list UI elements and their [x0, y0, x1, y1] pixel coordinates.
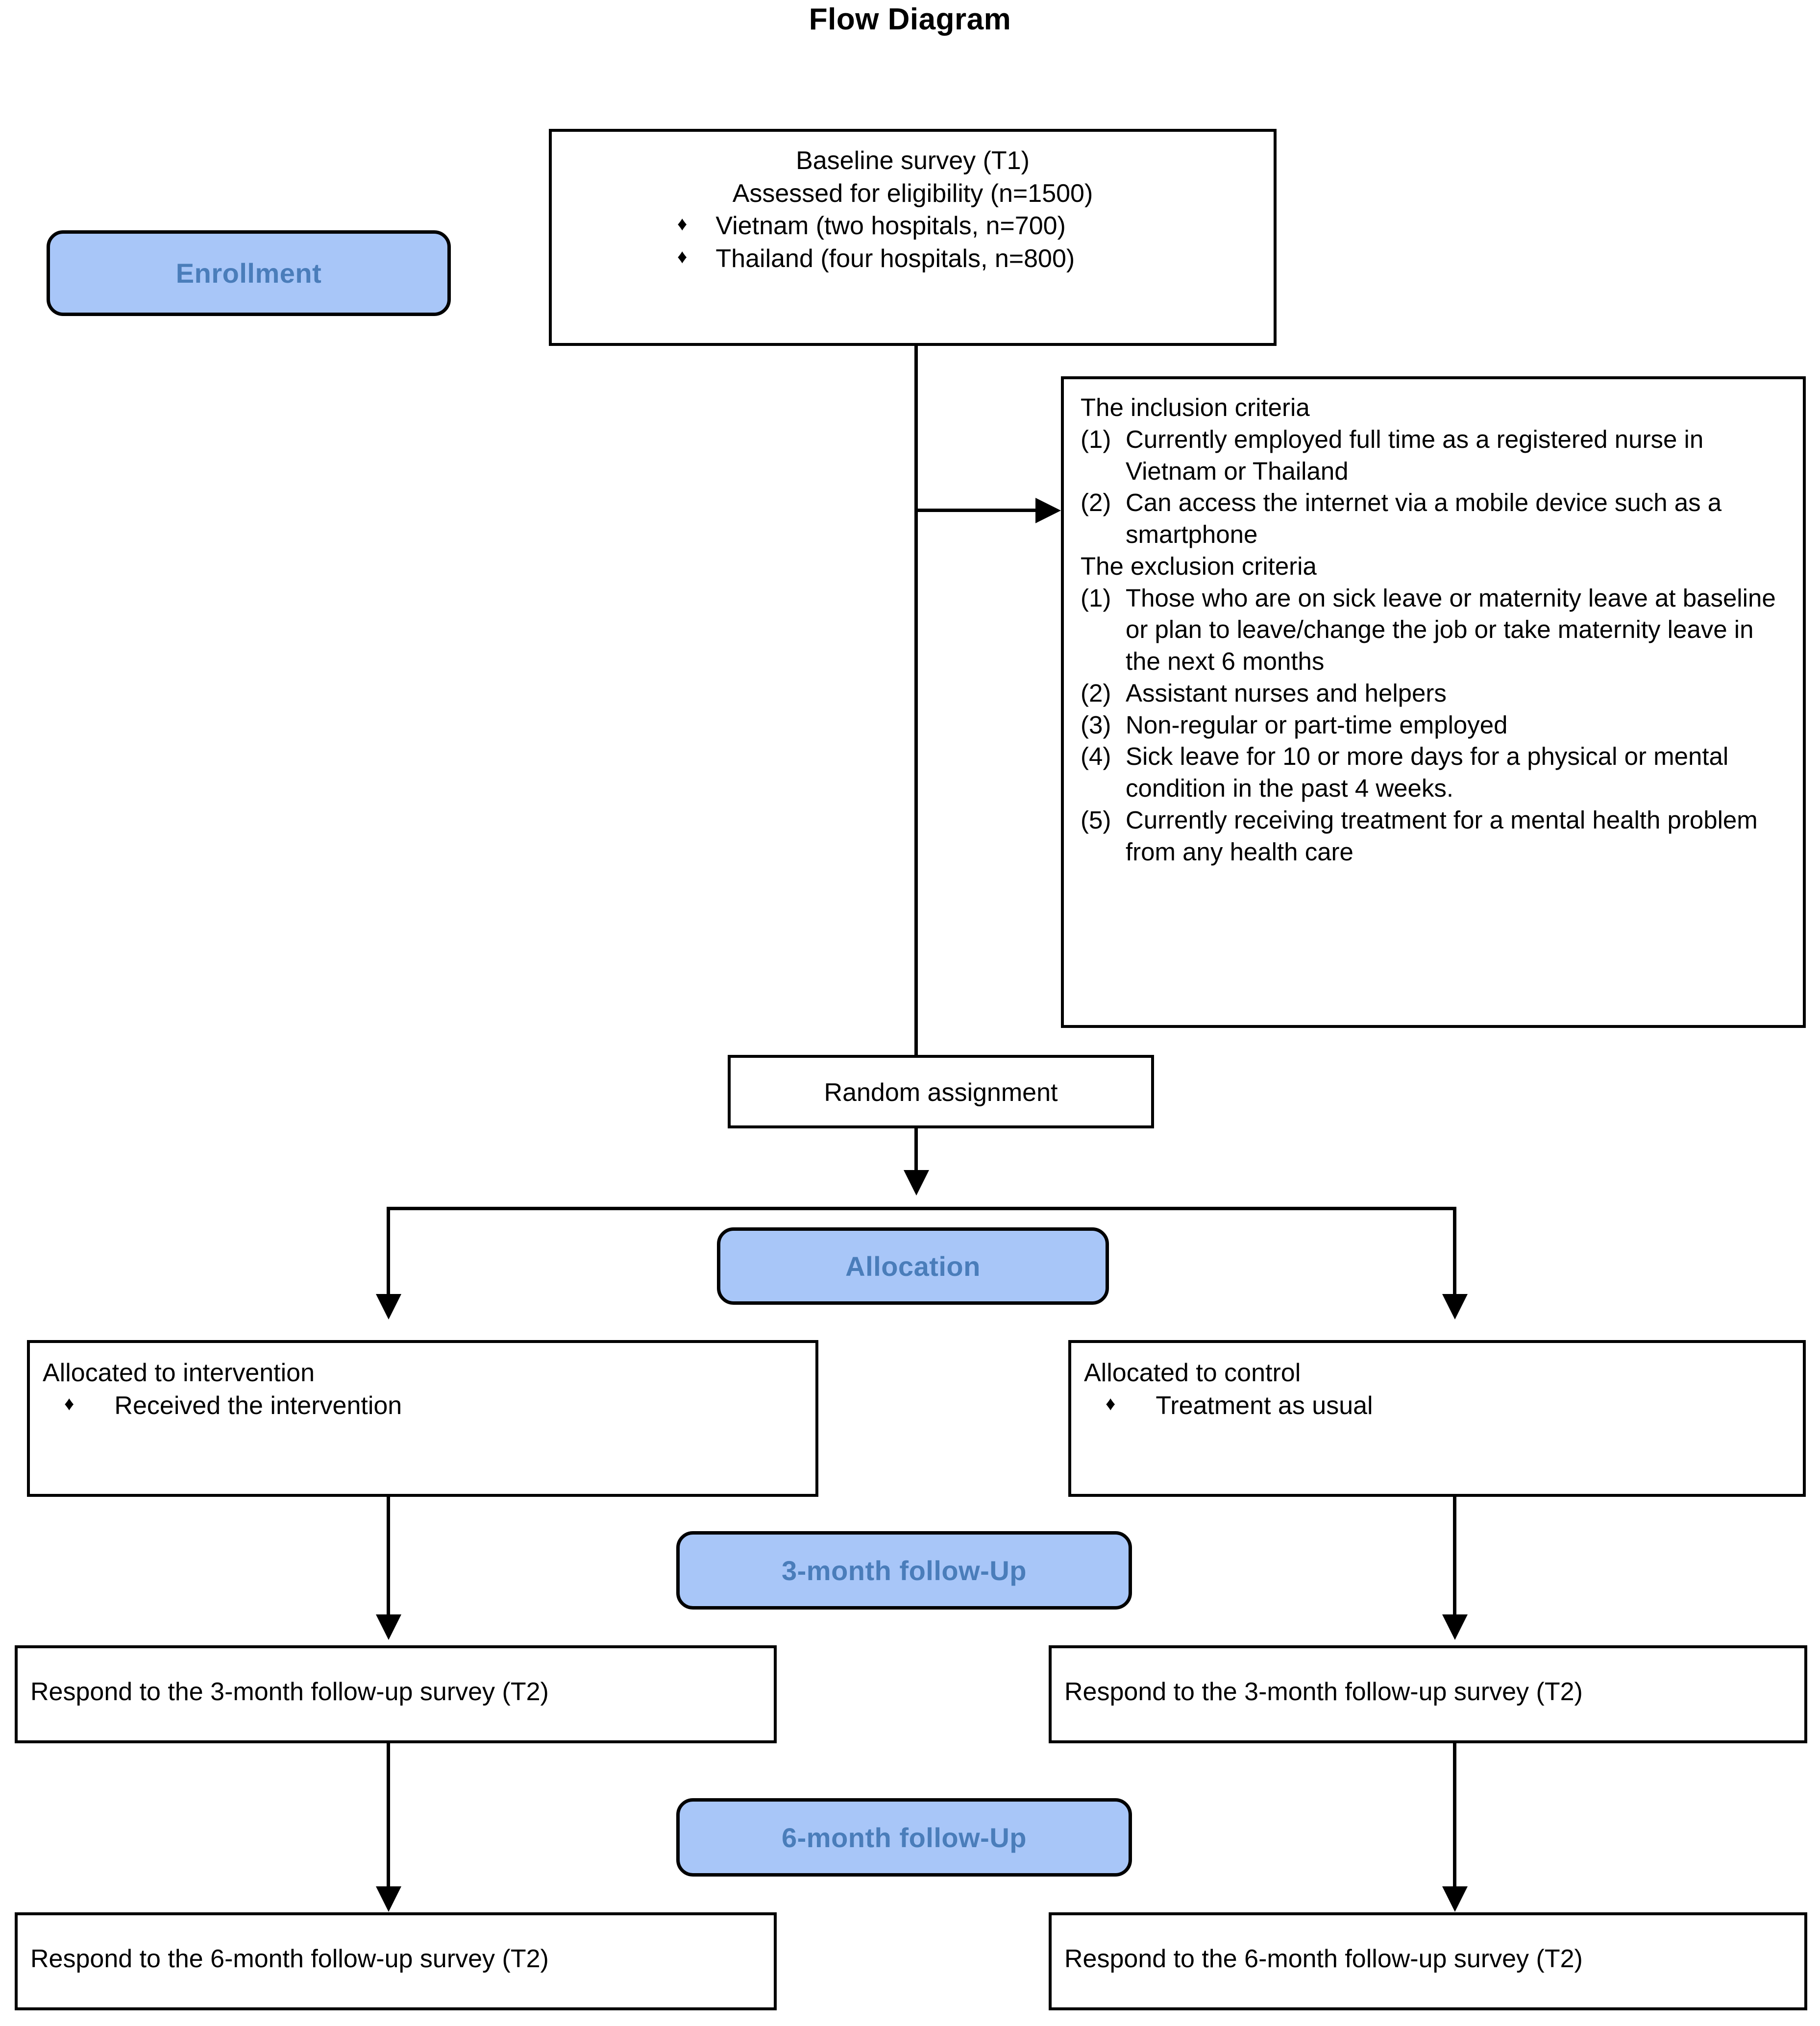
exclusion-item-5-text: Currently receiving treatment for a ment… — [1126, 806, 1758, 866]
diamond-bullet-icon: ♦ — [64, 1392, 74, 1415]
allocated-control-box: Allocated to control ♦ Treatment as usua… — [1068, 1340, 1806, 1497]
inclusion-item-1: (1) Currently employed full time as a re… — [1081, 424, 1788, 488]
inclusion-item-2: (2) Can access the internet via a mobile… — [1081, 487, 1788, 551]
baseline-line-1: Baseline survey (T1) — [796, 146, 1030, 175]
allocated-intervention-box: Allocated to intervention ♦ Received the… — [27, 1340, 818, 1497]
exclusion-item-5-number: (5) — [1081, 806, 1111, 834]
inclusion-item-1-text: Currently employed full time as a regist… — [1126, 425, 1704, 485]
stage-badge-3month-followup-label: 3-month follow-Up — [782, 1555, 1027, 1586]
connector-allocation-split-bar — [387, 1207, 1456, 1210]
inclusion-heading: The inclusion criteria — [1081, 393, 1310, 421]
baseline-bullet-thailand: ♦ Thailand (four hospitals, n=800) — [565, 243, 1261, 275]
intervention-3month-label: Respond to the 3-month follow-up survey … — [30, 1678, 549, 1706]
arrow-to-criteria-icon — [1035, 498, 1061, 523]
diamond-bullet-icon: ♦ — [677, 245, 688, 268]
exclusion-item-4: (4) Sick leave for 10 or more days for a… — [1081, 741, 1788, 805]
control-3month-label: Respond to the 3-month follow-up survey … — [1064, 1678, 1583, 1706]
intervention-3month-followup-box: Respond to the 3-month follow-up survey … — [15, 1645, 777, 1743]
exclusion-item-3-number: (3) — [1081, 710, 1111, 739]
connector-control-to-3m — [1453, 1497, 1456, 1614]
connector-control-3m-to-6m — [1453, 1743, 1456, 1886]
exclusion-item-2-text: Assistant nurses and helpers — [1126, 679, 1447, 707]
arrow-right-branch-icon — [1442, 1294, 1468, 1319]
diamond-bullet-icon: ♦ — [677, 213, 688, 235]
arrow-intervention-3m-icon — [376, 1614, 401, 1640]
control-bullet-label: Treatment as usual — [1156, 1391, 1373, 1420]
exclusion-item-2-number: (2) — [1081, 679, 1111, 707]
intervention-heading: Allocated to intervention — [43, 1359, 315, 1387]
stage-badge-3month-followup: 3-month follow-Up — [676, 1531, 1132, 1610]
stage-badge-6month-followup: 6-month follow-Up — [676, 1798, 1132, 1877]
connector-baseline-to-criteria — [918, 509, 1035, 512]
connector-random-down — [914, 1128, 918, 1170]
diamond-bullet-icon: ♦ — [1106, 1392, 1116, 1415]
control-heading: Allocated to control — [1084, 1359, 1301, 1387]
control-6month-label: Respond to the 6-month follow-up survey … — [1064, 1945, 1583, 1973]
connector-baseline-to-random — [914, 346, 918, 1055]
baseline-bullet-vietnam-label: Vietnam (two hospitals, n=700) — [715, 212, 1066, 241]
stage-badge-enrollment-label: Enrollment — [175, 258, 322, 289]
baseline-bullet-thailand-label: Thailand (four hospitals, n=800) — [715, 244, 1075, 273]
arrow-random-down-icon — [904, 1170, 929, 1196]
control-6month-followup-box: Respond to the 6-month follow-up survey … — [1049, 1912, 1807, 2010]
inclusion-item-1-number: (1) — [1081, 425, 1111, 453]
page-title: Flow Diagram — [809, 2, 1011, 36]
inclusion-item-2-text: Can access the internet via a mobile dev… — [1126, 488, 1722, 549]
connector-intervention-3m-to-6m — [387, 1743, 390, 1886]
stage-badge-allocation-label: Allocation — [845, 1250, 981, 1282]
arrow-control-6m-icon — [1442, 1886, 1468, 1912]
exclusion-heading: The exclusion criteria — [1081, 552, 1317, 580]
control-3month-followup-box: Respond to the 3-month follow-up survey … — [1049, 1645, 1807, 1743]
exclusion-item-4-text: Sick leave for 10 or more days for a phy… — [1126, 742, 1729, 803]
exclusion-item-3-text: Non-regular or part-time employed — [1126, 710, 1508, 739]
exclusion-item-4-number: (4) — [1081, 742, 1111, 771]
connector-intervention-to-3m — [387, 1497, 390, 1614]
baseline-bullet-vietnam: ♦ Vietnam (two hospitals, n=700) — [565, 210, 1261, 243]
baseline-line-2: Assessed for eligibility (n=1500) — [732, 179, 1093, 208]
arrow-left-branch-icon — [376, 1294, 401, 1319]
control-bullet: ♦ Treatment as usual — [1084, 1390, 1790, 1422]
connector-split-left-down — [387, 1207, 390, 1294]
stage-badge-6month-followup-label: 6-month follow-Up — [782, 1822, 1027, 1853]
exclusion-item-1: (1) Those who are on sick leave or mater… — [1081, 583, 1788, 678]
connector-split-right-down — [1453, 1207, 1456, 1294]
intervention-6month-followup-box: Respond to the 6-month follow-up survey … — [15, 1912, 777, 2010]
intervention-bullet-label: Received the intervention — [114, 1391, 402, 1420]
arrow-intervention-6m-icon — [376, 1886, 401, 1912]
baseline-survey-box: Baseline survey (T1) Assessed for eligib… — [549, 129, 1277, 346]
exclusion-item-2: (2) Assistant nurses and helpers — [1081, 678, 1788, 709]
arrow-control-3m-icon — [1442, 1614, 1468, 1640]
intervention-6month-label: Respond to the 6-month follow-up survey … — [30, 1945, 549, 1973]
exclusion-item-3: (3) Non-regular or part-time employed — [1081, 709, 1788, 741]
random-assignment-label: Random assignment — [824, 1078, 1058, 1107]
exclusion-item-1-number: (1) — [1081, 584, 1111, 612]
intervention-bullet: ♦ Received the intervention — [43, 1390, 803, 1422]
random-assignment-box: Random assignment — [728, 1055, 1154, 1128]
eligibility-criteria-box: The inclusion criteria (1) Currently emp… — [1061, 376, 1806, 1028]
exclusion-item-1-text: Those who are on sick leave or maternity… — [1126, 584, 1776, 676]
stage-badge-allocation: Allocation — [717, 1227, 1109, 1305]
stage-badge-enrollment: Enrollment — [47, 230, 451, 316]
inclusion-item-2-number: (2) — [1081, 488, 1111, 517]
exclusion-item-5: (5) Currently receiving treatment for a … — [1081, 805, 1788, 868]
